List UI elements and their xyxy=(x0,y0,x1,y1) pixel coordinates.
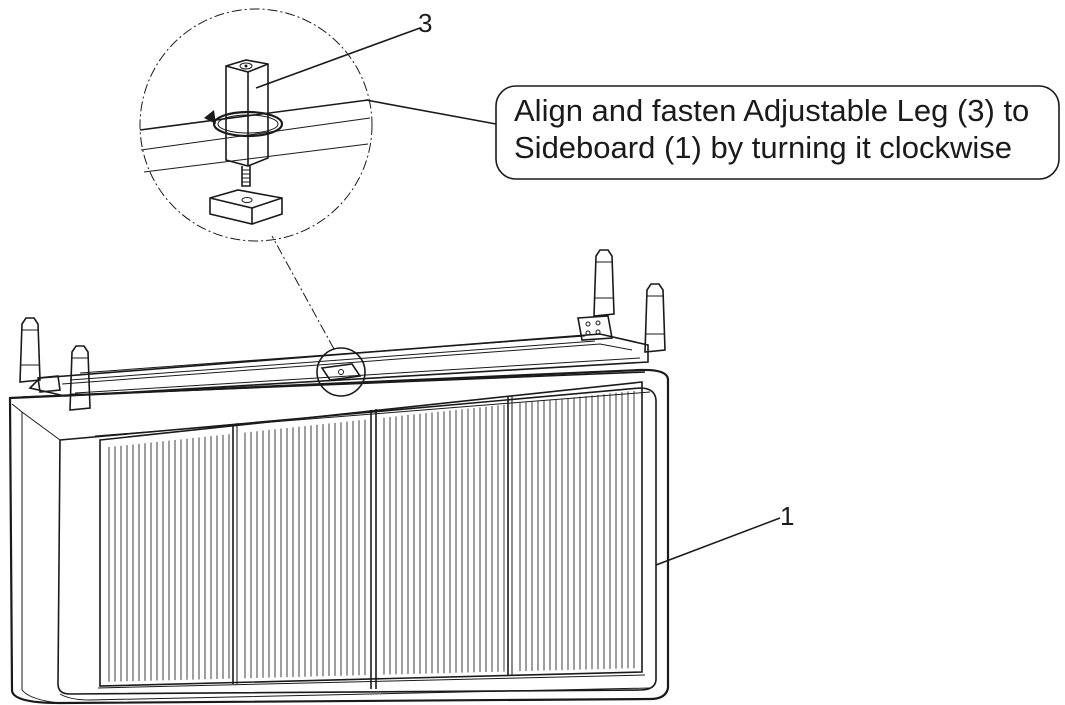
part-label-1: 1 xyxy=(655,501,794,566)
callout-line-2: Sideboard (1) by turning it clockwise xyxy=(514,130,1012,165)
detail-view xyxy=(139,8,373,242)
part-number-1: 1 xyxy=(780,501,794,531)
sideboard xyxy=(8,249,670,705)
callout-line-1: Align and fasten Adjustable Leg (3) to xyxy=(514,93,1029,128)
leg-back-right xyxy=(593,249,615,317)
part-number-3: 3 xyxy=(418,8,432,38)
corner-bracket xyxy=(577,315,613,341)
adjustable-leg xyxy=(225,59,269,187)
detail-leader xyxy=(271,235,335,350)
leg-front-right xyxy=(644,283,666,353)
part-label-3: 3 xyxy=(255,8,432,89)
instruction-callout: Align and fasten Adjustable Leg (3) to S… xyxy=(365,85,1060,180)
leg-left-inner xyxy=(69,345,91,411)
clockwise-arrow-icon xyxy=(204,110,284,138)
mounting-plate xyxy=(209,189,283,225)
leg-front-left xyxy=(19,317,41,383)
tambour-slats xyxy=(108,390,635,682)
